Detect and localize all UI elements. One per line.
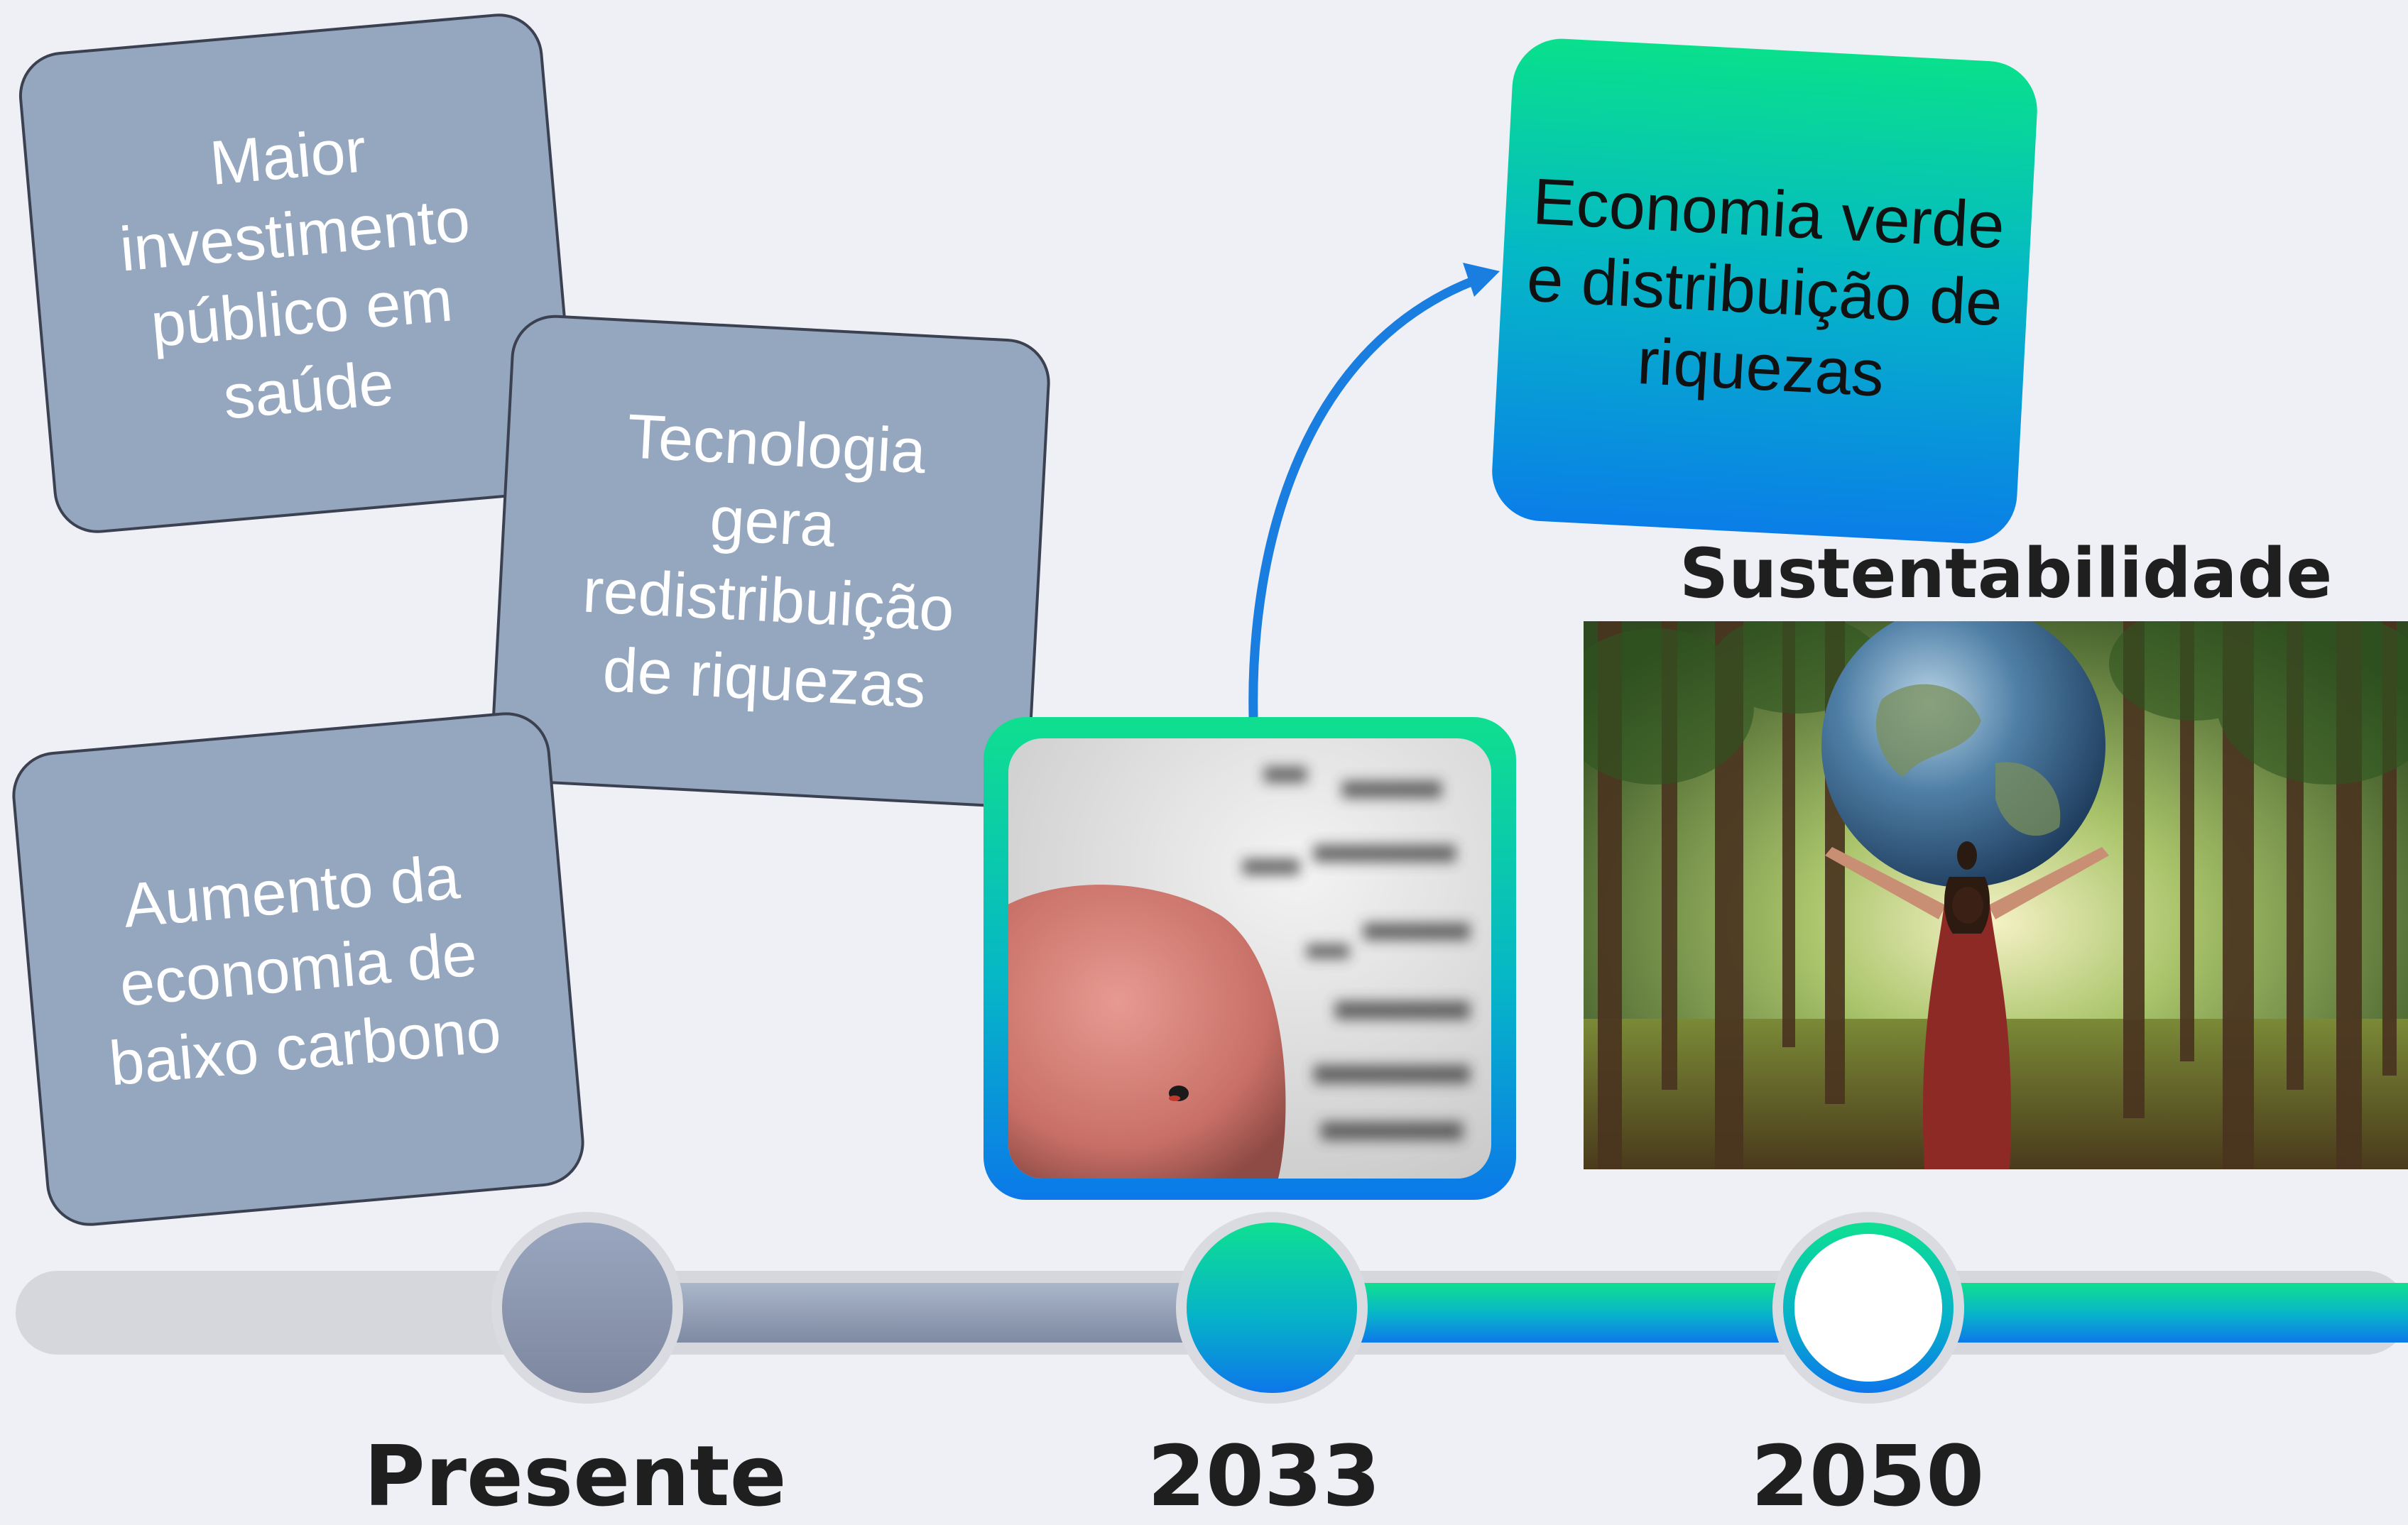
card-tecnologia-text: Tecnologia gera redistribuição de riquez… xyxy=(581,400,957,721)
card-carbono-text: Aumento da economia de baixo carbono xyxy=(106,841,504,1099)
forest-photo-art xyxy=(1584,621,2408,1169)
heading-sustentabilidade: Sustentabilidade xyxy=(1679,534,2333,613)
card-economia-verde-text: Economia verde e distribuição de riqueza… xyxy=(1525,165,2007,411)
node-2033 xyxy=(1187,1223,1357,1393)
node-present xyxy=(502,1223,672,1393)
node-2050-center xyxy=(1794,1234,1942,1382)
card-saude: Maior investimento público em saúde xyxy=(15,10,582,537)
chip-photo-art xyxy=(1008,738,1491,1179)
label-presente: Presente xyxy=(364,1427,787,1525)
card-tecnologia: Tecnologia gera redistribuição de riquez… xyxy=(489,312,1052,809)
chip-photo xyxy=(1008,738,1491,1179)
label-2033: 2033 xyxy=(1147,1427,1381,1525)
label-2050: 2050 xyxy=(1750,1427,1985,1525)
card-economia-verde: Economia verde e distribuição de riqueza… xyxy=(1489,36,2040,546)
card-saude-text: Maior investimento público em saúde xyxy=(116,114,473,432)
forest-photo xyxy=(1584,621,2408,1169)
card-carbono: Aumento da economia de baixo carbono xyxy=(9,709,588,1230)
arrow-to-economia xyxy=(1248,263,1500,718)
